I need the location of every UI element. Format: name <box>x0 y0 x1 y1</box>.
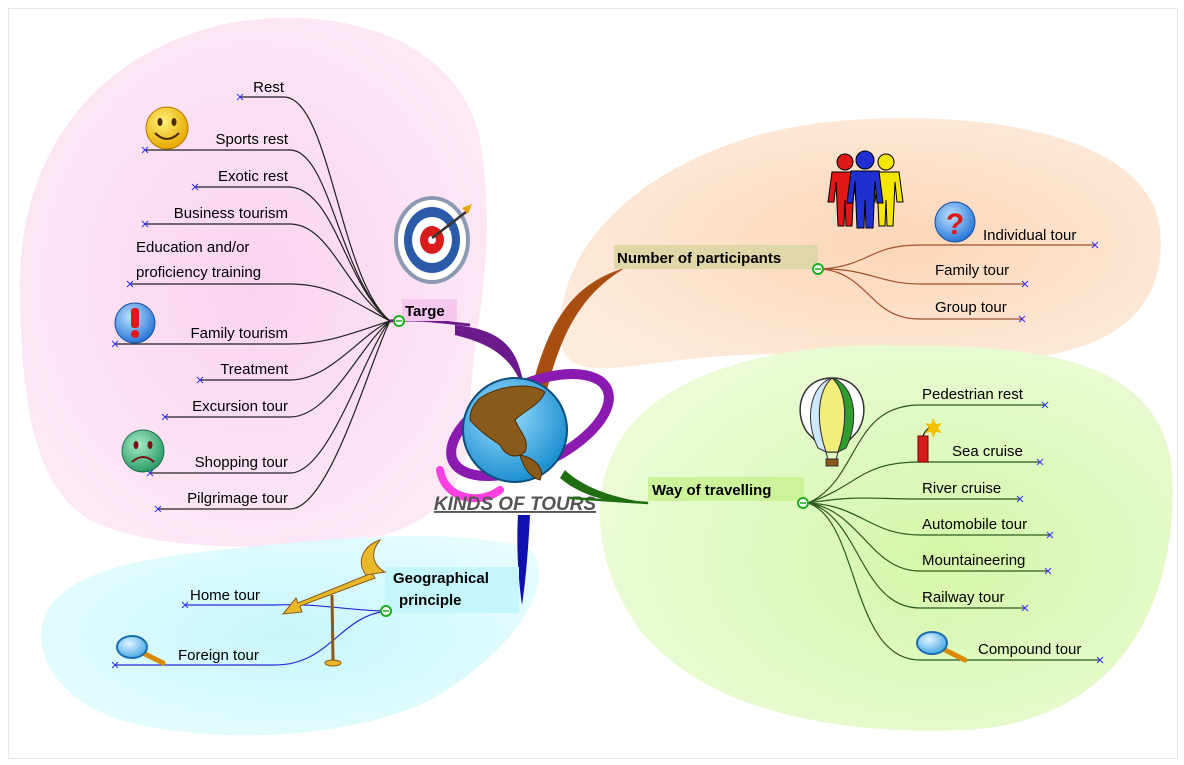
list-item[interactable]: Family tour <box>935 262 1009 279</box>
list-item[interactable]: Pilgrimage tour <box>187 490 288 507</box>
list-item[interactable]: Shopping tour <box>195 454 288 471</box>
question-icon: ? <box>934 201 976 243</box>
list-item[interactable]: Treatment <box>220 361 289 378</box>
list-item[interactable]: proficiency training <box>136 264 261 281</box>
geo-collapse-toggle[interactable] <box>380 605 392 617</box>
list-item[interactable]: Education and/or <box>136 239 249 256</box>
firecracker-icon <box>917 418 942 463</box>
geo-leaves: Home tour Foreign tour <box>178 587 260 664</box>
people-icon <box>827 150 904 229</box>
list-item[interactable]: Railway tour <box>922 589 1005 606</box>
list-item[interactable]: Sports rest <box>215 131 288 148</box>
list-item[interactable]: Automobile tour <box>922 516 1027 533</box>
sad-face-icon <box>121 429 165 473</box>
travel-region <box>600 345 1173 731</box>
geo-branch-label-line2[interactable]: principle <box>399 592 462 609</box>
list-item[interactable]: Family tourism <box>190 325 288 342</box>
magnifier-icon <box>116 635 166 666</box>
participants-leaves: Individual tour Family tour Group tour <box>935 227 1076 316</box>
list-item[interactable]: Individual tour <box>983 227 1076 244</box>
target-branch-label-bg <box>402 299 457 321</box>
smiley-icon <box>145 106 189 150</box>
participants-branch-label-bg <box>614 245 818 269</box>
list-item[interactable]: Excursion tour <box>192 398 288 415</box>
target-icon <box>394 196 472 284</box>
list-item[interactable]: Exotic rest <box>218 168 289 185</box>
list-item[interactable]: Compound tour <box>978 641 1081 658</box>
travel-leaves: Pedestrian rest Sea cruise River cruise … <box>922 386 1081 658</box>
list-item[interactable]: River cruise <box>922 480 1001 497</box>
geo-leaf-markers <box>111 601 189 669</box>
list-item[interactable]: Pedestrian rest <box>922 386 1024 403</box>
geo-region <box>41 535 539 736</box>
geo-branch-label-bg <box>385 567 519 613</box>
travel-branch-label[interactable]: Way of travelling <box>652 482 771 499</box>
travel-leaf-markers <box>1016 401 1104 664</box>
target-leaf-markers <box>111 93 244 513</box>
list-item[interactable]: Foreign tour <box>178 647 259 664</box>
center-title: KINDS OF TOURS <box>434 494 597 515</box>
target-region <box>19 17 487 547</box>
target-branch-label[interactable]: Targe <box>405 303 445 320</box>
target-connectors <box>115 96 471 510</box>
center-swooshes <box>455 268 650 605</box>
magnifier-icon <box>916 631 968 663</box>
list-item[interactable]: Business tourism <box>174 205 288 222</box>
geo-connectors <box>115 604 389 666</box>
list-item[interactable]: Sea cruise <box>952 443 1023 460</box>
list-item[interactable]: Group tour <box>935 299 1007 316</box>
geo-branch-label[interactable]: Geographical <box>393 570 489 587</box>
globe-icon <box>436 368 614 503</box>
participants-connectors <box>822 244 1095 320</box>
target-collapse-toggle[interactable] <box>393 315 405 327</box>
svg-text:?: ? <box>946 208 964 241</box>
target-leaves: Rest Sports rest Exotic rest Business to… <box>136 79 289 507</box>
list-item[interactable]: Rest <box>253 79 285 96</box>
signpost-icon <box>281 538 387 667</box>
balloon-icon <box>799 377 865 467</box>
participants-region <box>560 118 1161 369</box>
travel-collapse-toggle[interactable] <box>797 497 809 509</box>
exclamation-icon <box>114 302 156 344</box>
participants-collapse-toggle[interactable] <box>812 263 824 275</box>
participants-branch-label[interactable]: Number of participants <box>617 250 781 267</box>
participants-leaf-markers <box>1018 241 1099 323</box>
list-item[interactable]: Mountaineering <box>922 552 1025 569</box>
travel-branch-label-bg <box>648 477 804 501</box>
travel-connectors <box>569 404 1100 661</box>
list-item[interactable]: Home tour <box>190 587 260 604</box>
